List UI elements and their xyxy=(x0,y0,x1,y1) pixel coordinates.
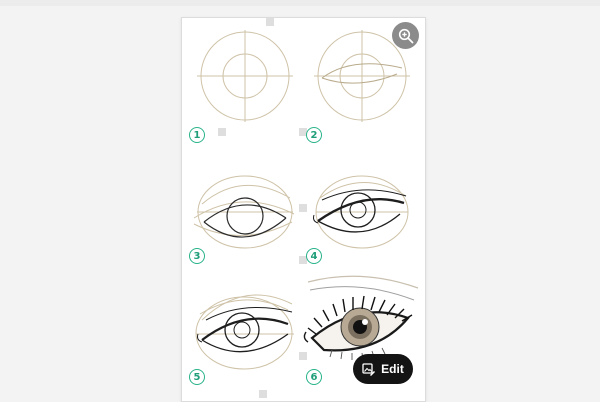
edit-button-label: Edit xyxy=(381,362,404,376)
watermark-mark xyxy=(218,128,226,136)
step-4-sketch xyxy=(315,175,409,249)
image-edit-icon xyxy=(362,362,376,376)
watermark-mark xyxy=(299,256,307,264)
drawing-image-card[interactable]: 1 2 3 4 5 6 xyxy=(181,17,426,402)
step-number-badge: 3 xyxy=(189,248,205,264)
eye-drawing-steps-illustration xyxy=(193,30,419,370)
step-number-badge: 5 xyxy=(189,369,205,385)
step-number-badge: 4 xyxy=(306,248,322,264)
zoom-in-button[interactable] xyxy=(392,22,419,49)
step-6-eye xyxy=(303,275,419,361)
watermark-mark xyxy=(266,18,274,26)
step-number-badge: 1 xyxy=(189,127,205,143)
watermark-mark xyxy=(299,204,307,212)
watermark-mark xyxy=(299,352,307,360)
step-5-sketch xyxy=(195,294,294,370)
edit-button[interactable]: Edit xyxy=(353,354,413,384)
watermark-mark xyxy=(259,390,267,398)
step-2-sketch xyxy=(314,30,410,122)
step-number-badge: 2 xyxy=(306,127,322,143)
step-3-sketch xyxy=(193,175,295,249)
step-1-sketch xyxy=(197,30,293,122)
watermark-mark xyxy=(299,128,307,136)
top-bar xyxy=(0,0,600,6)
zoom-in-icon xyxy=(398,28,413,43)
step-number-badge: 6 xyxy=(306,369,322,385)
